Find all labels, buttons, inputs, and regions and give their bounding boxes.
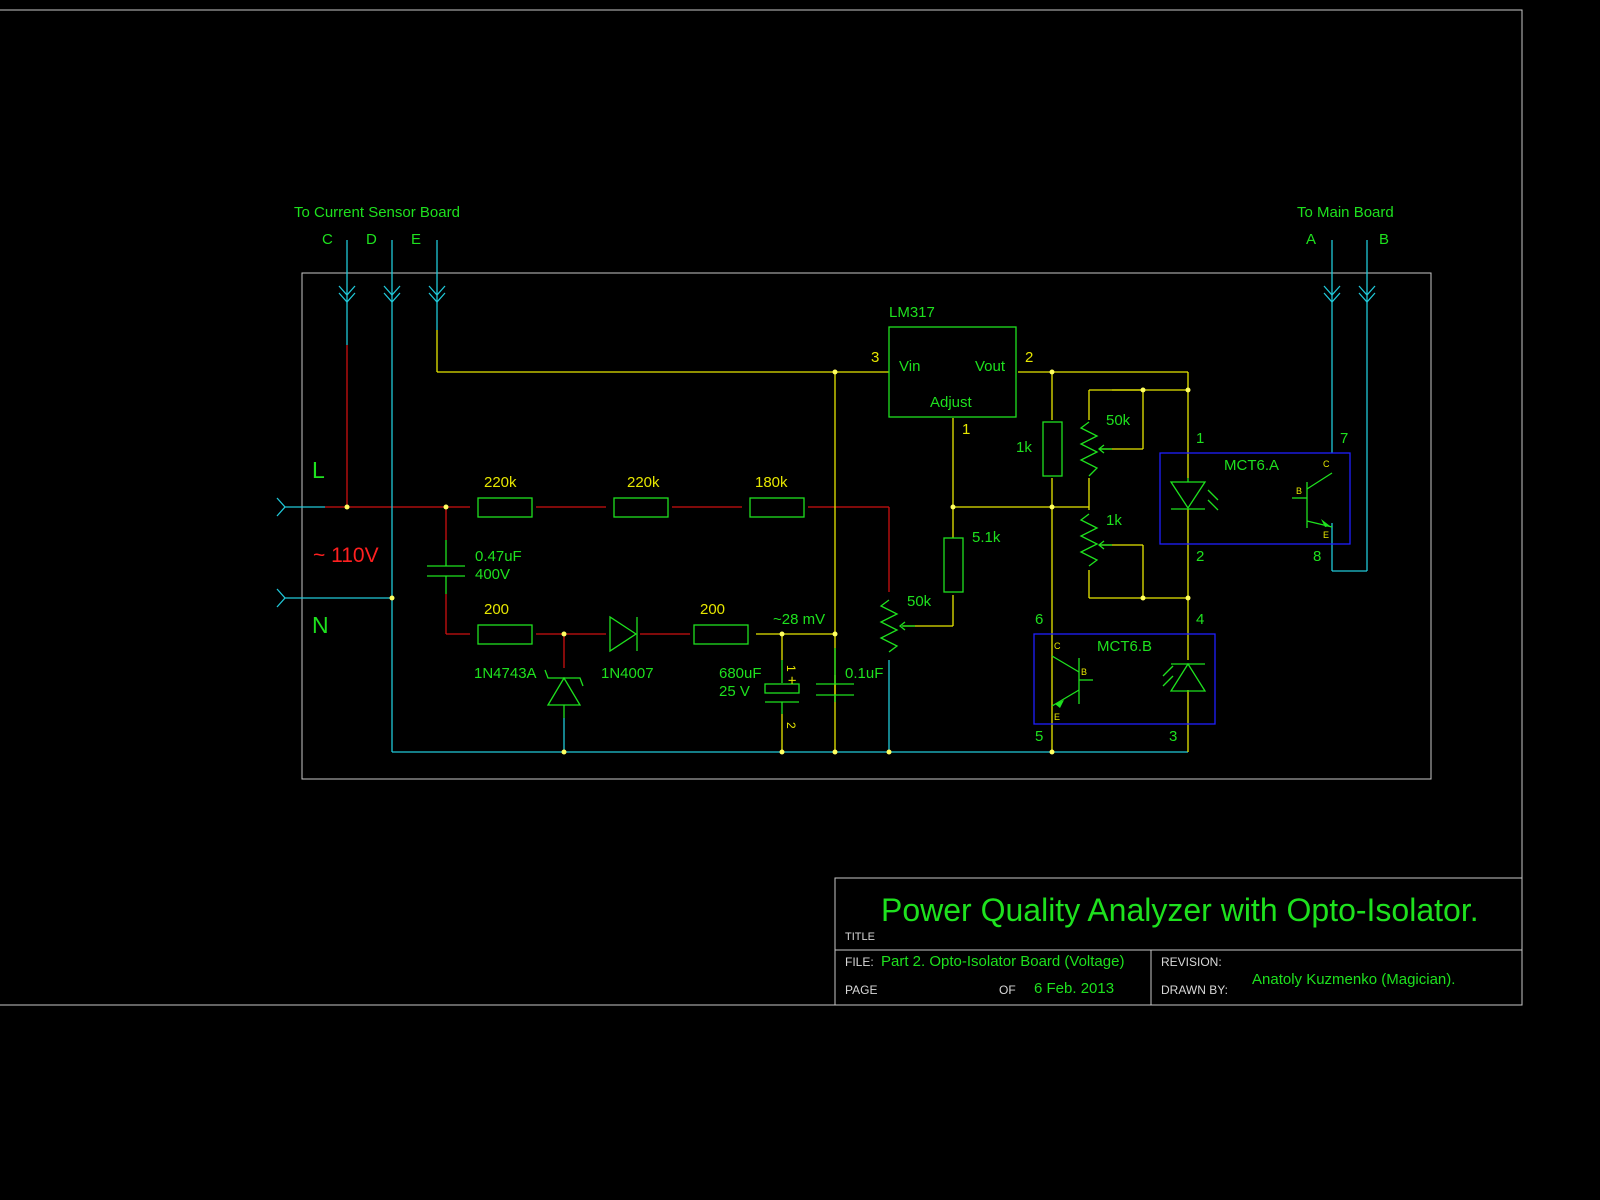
current-sensor-label: To Current Sensor Board <box>294 204 460 221</box>
opto-b-collector: C <box>1054 641 1061 651</box>
opto-b-emitter: E <box>1054 712 1060 722</box>
lm317-regulator <box>888 326 1017 418</box>
opto-a-pin-7: 7 <box>1340 430 1348 447</box>
opto-a-base: B <box>1296 486 1302 496</box>
drawing-frame <box>0 9 1523 1006</box>
pin-a-label: A <box>1306 231 1316 248</box>
main-board-label: To Main Board <box>1297 204 1394 221</box>
r7-value: 1k <box>1016 439 1032 456</box>
page-label: PAGE <box>845 983 877 997</box>
file-label: FILE: <box>845 955 874 969</box>
resistor-bodies <box>477 421 1063 645</box>
pot2-value: 50k <box>1106 412 1131 429</box>
c3-value: 0.1uF <box>845 665 883 682</box>
opto-a-collector: C <box>1323 459 1330 469</box>
rectifier-label: 1N4007 <box>601 665 654 682</box>
author-name: Anatoly Kuzmenko (Magician). <box>1252 971 1455 988</box>
drawing-title: Power Quality Analyzer with Opto-Isolato… <box>881 892 1479 928</box>
c2-pin-positive: 1 <box>784 665 798 672</box>
ground-wires <box>325 300 1368 753</box>
pot1-value: 50k <box>907 593 932 610</box>
zener-label: 1N4743A <box>474 665 537 682</box>
lm317-name: LM317 <box>889 304 935 321</box>
opto-internals <box>1051 472 1333 707</box>
opto-b-emitter-arrow <box>1055 700 1064 708</box>
potentiometer-50k-right <box>1079 421 1099 477</box>
diode-1n4007 <box>609 615 638 653</box>
c1-value: 0.47uF <box>475 548 522 565</box>
resistor-r3 <box>749 497 805 518</box>
c2-plus-mark: + <box>783 676 800 685</box>
capacitor-680uf <box>764 683 800 694</box>
opto-a-emitter-arrow <box>1321 519 1330 527</box>
lm317-pin-2: 2 <box>1025 349 1033 366</box>
opto-b-pin-5: 5 <box>1035 728 1043 745</box>
opto-a-emitter: E <box>1323 530 1329 540</box>
potentiometers <box>879 421 1112 653</box>
opto-a-pin-1: 1 <box>1196 430 1204 447</box>
drawn-by-label: DRAWN BY: <box>1161 983 1228 997</box>
c2-pin-negative: 2 <box>784 722 798 729</box>
c1-voltage: 400V <box>475 566 510 583</box>
resistor-r1 <box>477 497 533 518</box>
opto-b-name: MCT6.B <box>1097 638 1152 655</box>
title-block <box>834 877 1523 1006</box>
opto-a-box <box>1159 452 1351 545</box>
potentiometer-50k-left <box>879 599 899 653</box>
r3-value: 180k <box>755 474 788 491</box>
diode-zener <box>546 676 582 706</box>
opto-b-pin-4: 4 <box>1196 611 1204 628</box>
c2-voltage: 25 V <box>719 683 750 700</box>
junction-dots <box>344 369 1191 755</box>
pin-e-label: E <box>411 231 421 248</box>
opto-b-pin-6: 6 <box>1035 611 1043 628</box>
node-voltage-annotation: ~28 mV <box>773 611 825 628</box>
lm317-vin: Vin <box>899 358 920 375</box>
r5-value: 200 <box>700 601 725 618</box>
drawing-date: 6 Feb. 2013 <box>1034 980 1114 997</box>
supply-wires <box>436 330 1189 752</box>
capacitors <box>427 540 854 714</box>
neutral-label: N <box>312 612 329 638</box>
pot3-value: 1k <box>1106 512 1122 529</box>
file-name: Part 2. Opto-Isolator Board (Voltage) <box>881 953 1124 970</box>
revision-label: REVISION: <box>1161 955 1222 969</box>
opto-b-pin-3: 3 <box>1169 728 1177 745</box>
opto-b-base: B <box>1081 667 1087 677</box>
r1-value: 220k <box>484 474 517 491</box>
pin-c-label: C <box>322 231 333 248</box>
lm317-adjust: Adjust <box>930 394 973 411</box>
r4-value: 200 <box>484 601 509 618</box>
resistor-r2 <box>613 497 669 518</box>
opto-a-name: MCT6.A <box>1224 457 1279 474</box>
c2-value: 680uF <box>719 665 762 682</box>
opto-b-box <box>1033 633 1216 725</box>
title-label: TITLE <box>845 931 875 943</box>
pin-d-label: D <box>366 231 377 248</box>
lm317-vout: Vout <box>975 358 1006 375</box>
pin-b-label: B <box>1379 231 1389 248</box>
resistor-r6 <box>943 537 964 593</box>
resistor-r5 <box>693 624 749 645</box>
potentiometer-1k <box>1079 513 1099 567</box>
lm317-pin-3: 3 <box>871 349 879 366</box>
r6-value: 5.1k <box>972 529 1001 546</box>
opto-a-pin-8: 8 <box>1313 548 1321 565</box>
r2-value: 220k <box>627 474 660 491</box>
mains-voltage-label: ~ 110V <box>313 544 379 567</box>
opto-boxes <box>1033 452 1351 725</box>
lm317-pin-1: 1 <box>962 421 970 438</box>
resistor-r4 <box>477 624 533 645</box>
opto-a-pin-2: 2 <box>1196 548 1204 565</box>
of-label: OF <box>999 983 1016 997</box>
line-label: L <box>312 457 325 483</box>
connector-arrows <box>276 240 1376 608</box>
diodes <box>544 615 638 718</box>
resistor-r7 <box>1042 421 1063 477</box>
